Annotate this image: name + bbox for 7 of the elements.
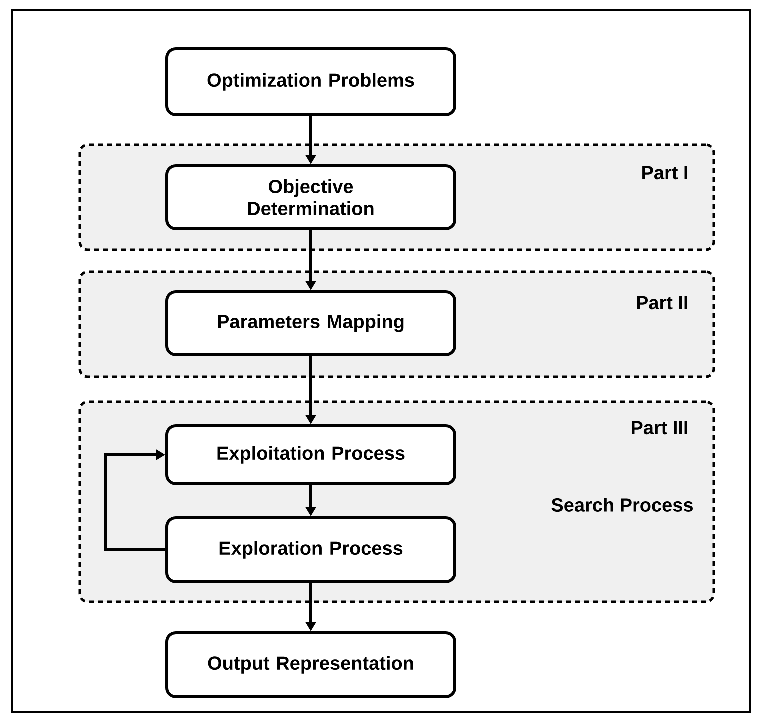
process-box: Output Representation	[166, 631, 456, 698]
process-box: Exploration Process	[166, 516, 456, 584]
process-box: Optimization Problems	[166, 48, 456, 116]
arrow	[104, 450, 166, 552]
process-box: Exploitation Process	[166, 424, 456, 486]
process-box: Parameters Mapping	[166, 290, 456, 356]
process-box: Objective Determination	[166, 164, 456, 230]
